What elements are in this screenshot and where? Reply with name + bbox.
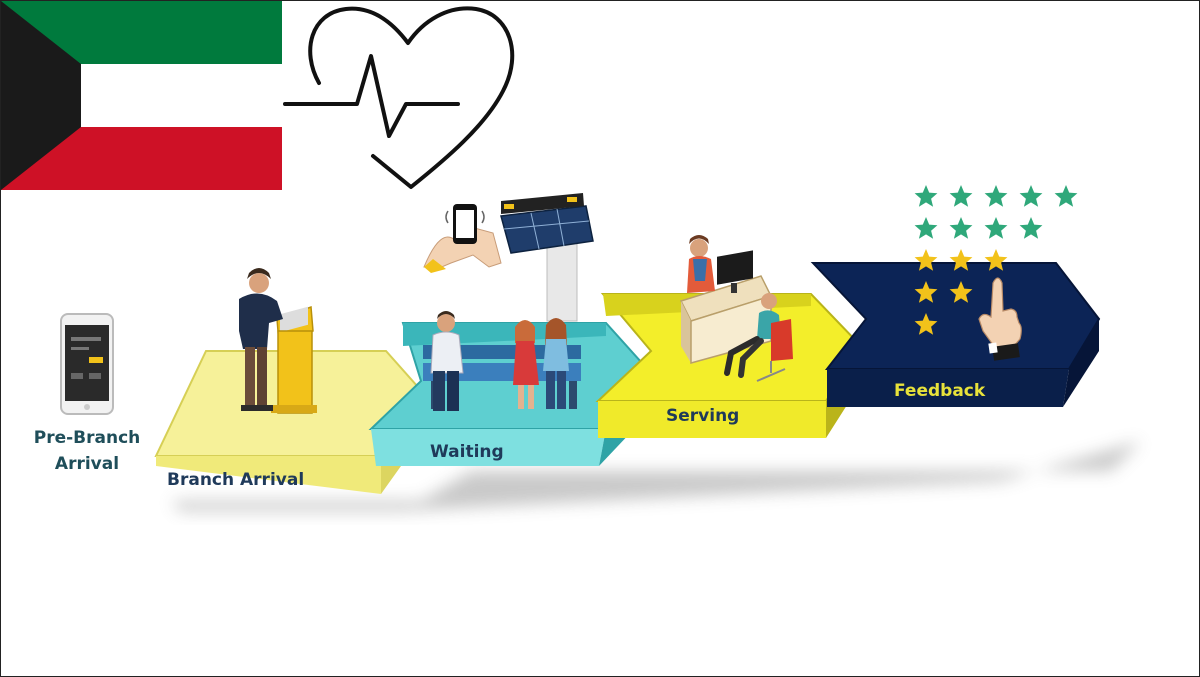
- phone-in-hand-icon: [423, 204, 502, 273]
- waiting-woman-blue: [543, 318, 569, 409]
- star-icon: [984, 185, 1008, 207]
- stage-label-serving: Serving: [666, 406, 740, 426]
- star-icon: [914, 185, 938, 207]
- star-icon: [914, 217, 938, 239]
- waiting-man: [430, 311, 464, 411]
- stage-label-waiting: Waiting: [430, 442, 504, 462]
- star-icon: [949, 185, 973, 207]
- star-icon: [1054, 185, 1078, 207]
- star-icon: [949, 217, 973, 239]
- desk-icon: [679, 250, 773, 364]
- pointing-hand-icon: [978, 277, 1022, 361]
- stage-label-pre-branch: Pre-Branch Arrival: [33, 428, 141, 474]
- smartphone-icon: [60, 313, 114, 415]
- waiting-bench: [423, 345, 581, 409]
- kiosk-icon: [271, 305, 317, 414]
- feedback-platform: [810, 262, 1101, 407]
- star-icon: [914, 249, 938, 271]
- star-icon: [984, 217, 1008, 239]
- queue-display-icon: [500, 193, 594, 322]
- ground-shadow: [171, 441, 1141, 511]
- waiting-woman-red: [513, 320, 539, 409]
- star-icon: [984, 249, 1008, 271]
- rating-stars: [914, 185, 1078, 335]
- customer-at-desk: [724, 293, 793, 382]
- star-icon: [914, 281, 938, 303]
- heartbeat-icon: [283, 6, 515, 189]
- star-icon: [1019, 217, 1043, 239]
- star-icon: [1019, 185, 1043, 207]
- star-icon: [949, 281, 973, 303]
- stage-label-feedback: Feedback: [894, 381, 986, 401]
- kuwait-flag: [1, 1, 282, 190]
- star-icon: [949, 249, 973, 271]
- stage-label-branch-arrival: Branch Arrival: [167, 470, 305, 490]
- service-agent: [687, 235, 715, 293]
- flag-black-trapezoid: [1, 1, 81, 190]
- star-icon: [914, 313, 938, 335]
- customer-figure: [239, 268, 283, 411]
